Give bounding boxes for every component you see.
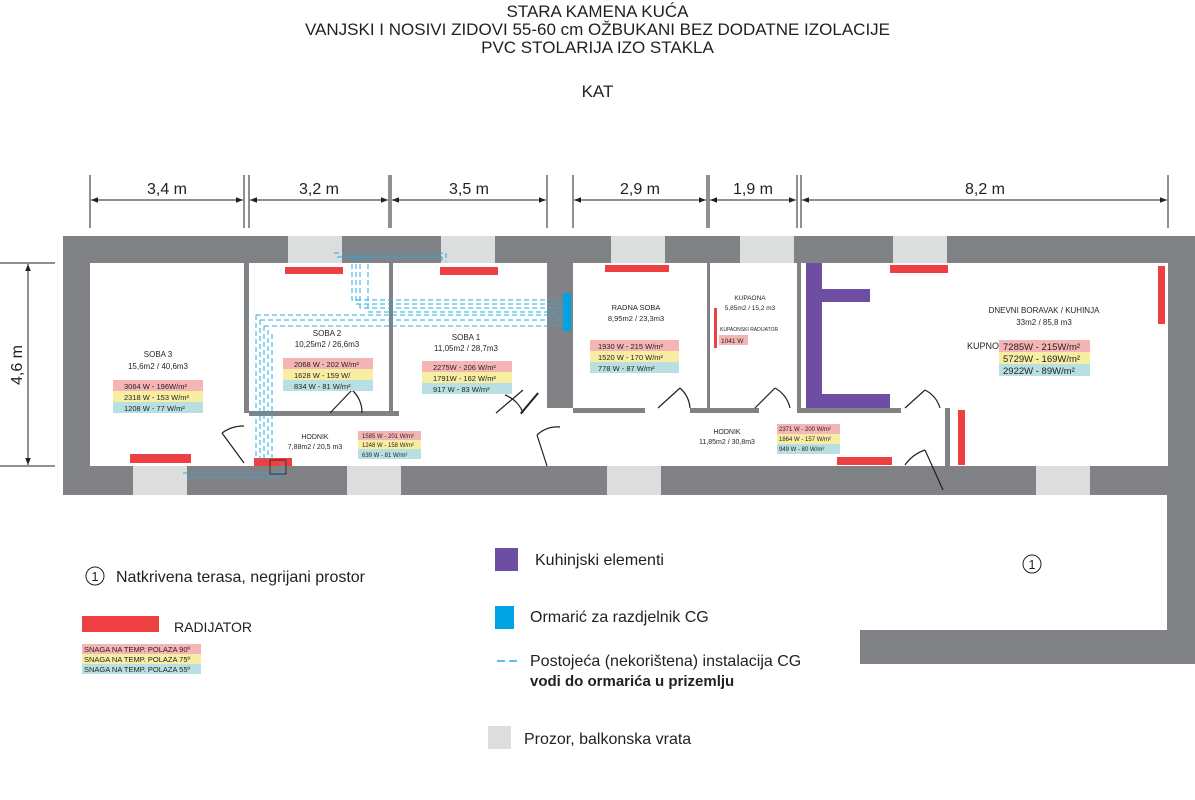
power-90: 1930 W - 215 W/m² [598,342,664,351]
height-dimension-label: 4,6 m [9,345,26,385]
power-55: 917 W - 83 W/m² [433,385,490,394]
terrace-number: 1 [1028,557,1035,572]
power-75: 1248 W - 158 W/m² [362,443,414,449]
legend-cabinet: Ormarić za razdjelnik CG [530,609,709,626]
room-name: SOBA 2 [313,329,342,338]
room-area: 11,85m2 / 30,8m3 [699,439,755,446]
power-75: 5729W - 169W/m² [1003,354,1080,365]
legend-terrace-number: 1 [91,569,98,584]
legend-power-75: SNAGA NA TEMP. POLAZA 75º [84,655,191,664]
room-name: SOBA 1 [452,333,481,342]
room-name: HODNIK [301,434,329,441]
floor-label: KAT [581,82,614,101]
power-55: 639 W - 81 W/m² [362,453,407,459]
legend-power-90: SNAGA NA TEMP. POLAZA 90º [84,645,191,654]
power-90: 3064 W - 196W/m² [124,382,187,391]
power-55: 2922W - 89W/m² [1003,366,1075,377]
room-hodnik-2: HODNIK 11,85m2 / 30,8m3 2371 W - 200 W/m… [699,424,840,454]
radiator-note: KUPAONSKI RADIJATOR [720,327,778,333]
power-90: 1585 W - 201 W/m² [362,434,414,440]
room-dnevni-boravak: DNEVNI BORAVAK / KUHINJA 33m2 / 85,8 m3 … [967,306,1100,377]
room-soba-3: SOBA 3 15,6m2 / 40,6m3 3064 W - 196W/m² … [113,350,203,413]
windows [133,236,1090,495]
legend: 1 Natkrivena terasa, negrijani prostor R… [82,548,801,749]
title-line-3: PVC STOLARIJA IZO STAKLA [481,38,714,57]
room-area: 10,25m2 / 26,6m3 [295,340,360,349]
title-line-1: STARA KAMENA KUĆA [506,2,689,21]
room-kupaona: KUPAONA 5,85m2 / 15,2 m3 KUPAONSKI RADIJ… [719,295,778,345]
power-90: 2068 W - 202 W/m² [294,360,360,369]
room-name: DNEVNI BORAVAK / KUHINJA [989,306,1101,315]
legend-cabinet-swatch [495,606,514,629]
dimension-label: 1,9 m [733,181,773,198]
power-75: 1628 W - 159 W/ [294,371,351,380]
power-75: 1791W - 162 W/m² [433,374,496,383]
dimension-label: 3,5 m [449,181,489,198]
room-area: 33m2 / 85,8 m3 [1016,318,1072,327]
room-area: 15,6m2 / 40,6m3 [128,362,189,371]
legend-terrace: Natkrivena terasa, negrijani prostor [116,569,366,586]
room-area: 5,85m2 / 15,2 m3 [725,305,776,312]
kitchen-elements [806,263,890,408]
room-name: RADNA SOBA [612,303,661,312]
power-90: 2371 W - 200 W/m² [779,427,831,433]
power-75: 2318 W - 153 W/m² [124,393,190,402]
power-90: 2275W - 206 W/m² [433,363,496,372]
dimension-lines [0,175,1169,467]
legend-power-55: SNAGA NA TEMP. POLAZA 55º [84,665,191,674]
dimension-label: 2,9 m [620,181,660,198]
legend-window: Prozor, balkonska vrata [524,731,691,748]
power-75: 1520 W - 170 W/m² [598,353,664,362]
dimension-label: 3,2 m [299,181,339,198]
room-name: HODNIK [713,429,741,436]
total-label: KUPNO: [967,341,1002,351]
legend-radiator: RADIJATOR [174,619,252,635]
legend-install-2: vodi do ormarića u prizemlju [530,673,734,690]
distribution-cabinet [563,293,571,331]
room-area: 7,88m2 / 20,5 m3 [288,444,343,451]
legend-kitchen: Kuhinjski elementi [535,552,664,569]
legend-radiator-swatch [82,616,159,632]
dimension-label: 3,4 m [147,181,187,198]
existing-pipes [183,252,563,478]
radiators [130,265,1165,466]
power-90: 1041 W [721,338,744,345]
power-55: 778 W - 87 W/m² [598,364,655,373]
power-55: 949 W - 80 W/m² [779,447,824,453]
power-55: 834 W - 81 W/m² [294,382,351,391]
room-hodnik-1: HODNIK 7,88m2 / 20,5 m3 1585 W - 201 W/m… [288,431,421,459]
power-55: 1208 W - 77 W/m² [124,404,185,413]
walls [63,236,1195,664]
terrace-marker: 1 [1022,554,1042,574]
legend-install-1: Postojeća (nekorištena) instalacija CG [530,653,801,670]
room-soba-1: SOBA 1 11,05m2 / 28,7m3 2275W - 206 W/m²… [422,333,512,394]
legend-window-swatch [488,726,511,749]
room-name: KUPAONA [734,295,766,302]
title-line-2: VANJSKI I NOSIVI ZIDOVI 55-60 cm OŽBUKAN… [304,20,891,39]
dimension-label: 8,2 m [965,181,1005,198]
terrace-symbol [85,566,105,586]
room-soba-2: SOBA 2 10,25m2 / 26,6m3 2068 W - 202 W/m… [283,329,373,391]
room-radna-soba: RADNA SOBA 8,95m2 / 23,3m3 1930 W - 215 … [590,303,679,373]
room-area: 11,05m2 / 28,7m3 [434,344,498,353]
legend-kitchen-swatch [495,548,518,571]
room-name: SOBA 3 [144,350,173,359]
power-90: 7285W - 215W/m² [1003,342,1080,353]
room-area: 8,95m2 / 23,3m3 [608,314,664,323]
power-75: 1864 W - 157 W/m² [779,437,831,443]
